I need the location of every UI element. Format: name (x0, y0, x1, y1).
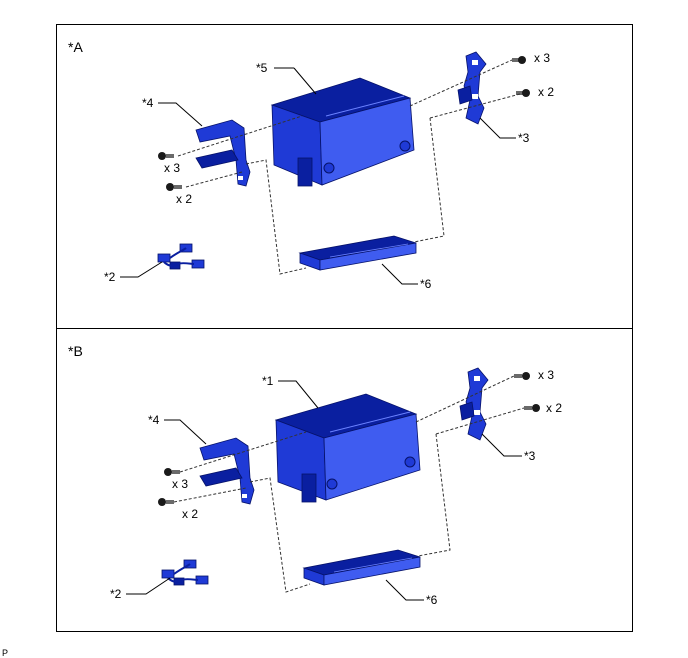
leader-left-bracket (164, 419, 207, 445)
lower-unit-label: *6 (426, 593, 438, 607)
lower-unit-label: *6 (420, 277, 432, 291)
screw-count-left-bottom: x 2 (182, 507, 198, 521)
panel-b-label: *B (68, 343, 83, 359)
screw-icon (516, 89, 530, 97)
left-bracket-part (195, 119, 251, 187)
screw-count-right-bottom: x 2 (538, 85, 554, 99)
main-unit-part (274, 393, 421, 503)
screw-count-right-top: x 3 (538, 368, 554, 382)
right-bracket-label: *3 (518, 131, 530, 145)
harness-label: *2 (110, 587, 122, 601)
left-bracket-label: *4 (142, 96, 154, 110)
panel-a-label: *A (68, 39, 83, 55)
screw-icon (158, 152, 174, 160)
harness-part (161, 559, 209, 586)
lower-unit-part (302, 549, 421, 586)
leader-main-unit-angled (293, 67, 317, 95)
screw-icon (524, 404, 540, 412)
leader-right-bracket (479, 117, 516, 139)
screw-count-left-top: x 3 (164, 161, 180, 175)
screw-count-left-bottom: x 2 (176, 192, 192, 206)
main-unit-label: *5 (256, 61, 268, 75)
footer-code: P (2, 648, 8, 658)
screw-icon (158, 498, 174, 506)
harness-part (157, 243, 205, 270)
main-unit-label: *1 (262, 374, 274, 388)
right-bracket-part (457, 51, 487, 125)
leader-right-bracket (481, 433, 522, 457)
leader-left-bracket (158, 102, 203, 127)
leader-lower-unit (381, 263, 418, 285)
assembly-lines (177, 59, 521, 275)
screw-count-left-top: x 3 (172, 477, 188, 491)
screw-icon (166, 183, 182, 191)
panel-a: *A *5 *3 x 3 (68, 39, 554, 291)
right-bracket-label: *3 (524, 449, 536, 463)
assembly-lines (173, 375, 525, 593)
screw-count-right-top: x 3 (534, 51, 550, 65)
leader-harness (126, 577, 171, 595)
screw-icon (164, 468, 180, 476)
harness-label: *2 (104, 270, 116, 284)
screw-count-right-bottom: x 2 (546, 401, 562, 415)
screw-icon (512, 56, 526, 64)
screw-icon (514, 372, 530, 380)
main-unit-part (270, 77, 415, 187)
leader-lower-unit (385, 579, 424, 601)
left-bracket-label: *4 (148, 413, 160, 427)
left-bracket-part (199, 437, 255, 505)
lower-unit-part (298, 235, 417, 271)
leader-main-unit (278, 380, 319, 409)
leader-harness (120, 261, 163, 278)
right-bracket-part (459, 367, 489, 441)
panel-b: *B *1 *3 x 3 (68, 343, 562, 607)
